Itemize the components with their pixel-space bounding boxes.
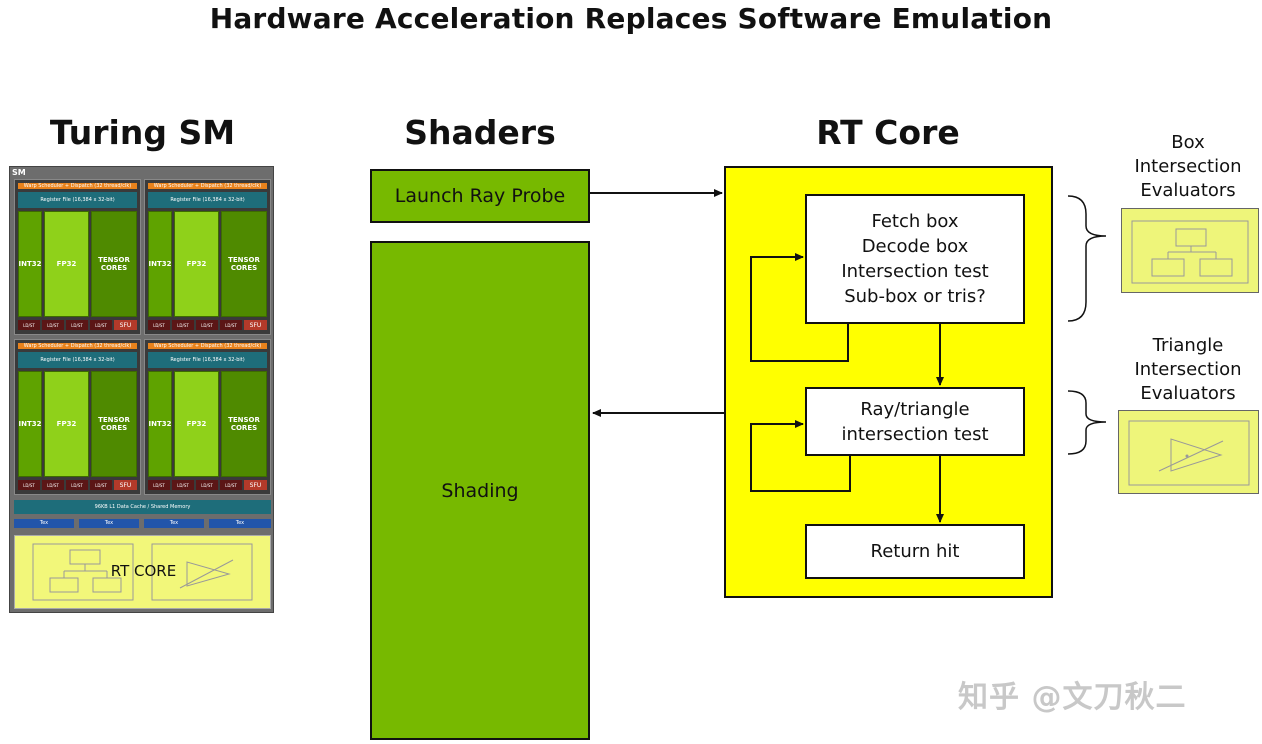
arrow-triangle-loop bbox=[750, 420, 851, 492]
sm-quadrant: Warp Scheduler + Dispatch (32 thread/clk… bbox=[144, 339, 271, 495]
tensor-label-2: CORES bbox=[100, 424, 128, 432]
ldst-unit: LD/ST bbox=[148, 320, 170, 330]
box-eval-line-3: Evaluators bbox=[1140, 180, 1236, 201]
triangle-evaluator-icon bbox=[1118, 410, 1259, 494]
rt-core-mini-diagram bbox=[32, 543, 253, 601]
box-evaluators-label: Box Intersection Evaluators bbox=[1118, 131, 1258, 203]
box-eval-line-2: Intersection bbox=[1134, 156, 1242, 177]
warp-scheduler: Warp Scheduler + Dispatch (32 thread/clk… bbox=[148, 183, 267, 189]
launch-ray-probe-box: Launch Ray Probe bbox=[370, 169, 590, 223]
triangle-brace bbox=[1067, 390, 1107, 455]
tensor-cores-unit: TENSOR CORES bbox=[221, 211, 267, 317]
ldst-unit: LD/ST bbox=[42, 480, 64, 490]
ldst-unit: LD/ST bbox=[18, 320, 40, 330]
box-evaluator-icon bbox=[1121, 208, 1259, 293]
tri-eval-line-2: Intersection bbox=[1134, 359, 1242, 380]
tri-eval-line-3: Evaluators bbox=[1140, 383, 1236, 404]
box-line-intersection: Intersection test bbox=[841, 261, 989, 282]
box-brace bbox=[1067, 195, 1107, 322]
sfu-unit: SFU bbox=[114, 320, 137, 330]
launch-ray-probe-label: Launch Ray Probe bbox=[394, 185, 566, 207]
ldst-unit: LD/ST bbox=[42, 320, 64, 330]
return-hit-label: Return hit bbox=[870, 541, 960, 562]
box-traversal-box: Fetch box Decode box Intersection test S… bbox=[805, 194, 1025, 324]
tensor-label-1: TENSOR bbox=[228, 416, 260, 424]
box-eval-line-1: Box bbox=[1171, 132, 1205, 153]
ldst-unit: LD/ST bbox=[172, 480, 194, 490]
box-hierarchy-icon bbox=[1131, 220, 1249, 284]
tensor-cores-unit: TENSOR CORES bbox=[91, 371, 137, 477]
register-file: Register File (16,384 x 32-bit) bbox=[18, 352, 137, 368]
ldst-unit: LD/ST bbox=[220, 480, 242, 490]
l1-cache: 96KB L1 Data Cache / Shared Memory bbox=[14, 500, 271, 514]
box-line-decode: Decode box bbox=[861, 236, 969, 257]
register-file: Register File (16,384 x 32-bit) bbox=[148, 352, 267, 368]
triangle-evaluators-label: Triangle Intersection Evaluators bbox=[1118, 334, 1258, 406]
register-file: Register File (16,384 x 32-bit) bbox=[18, 192, 137, 208]
tri-eval-line-1: Triangle bbox=[1152, 335, 1224, 356]
int32-unit: INT32 bbox=[148, 211, 172, 317]
tensor-cores-unit: TENSOR CORES bbox=[91, 211, 137, 317]
page-title: Hardware Acceleration Replaces Software … bbox=[209, 2, 1053, 35]
ldst-unit: LD/ST bbox=[148, 480, 170, 490]
register-file: Register File (16,384 x 32-bit) bbox=[148, 192, 267, 208]
int32-unit: INT32 bbox=[148, 371, 172, 477]
tex-unit: Tex bbox=[79, 519, 139, 528]
warp-scheduler: Warp Scheduler + Dispatch (32 thread/clk… bbox=[18, 183, 137, 189]
arrow-box-loop bbox=[750, 253, 849, 362]
tex-unit: Tex bbox=[14, 519, 74, 528]
sfu-unit: SFU bbox=[244, 480, 267, 490]
sm-quadrant: Warp Scheduler + Dispatch (32 thread/clk… bbox=[144, 179, 271, 335]
triangle-test-box: Ray/triangle intersection test bbox=[805, 387, 1025, 456]
shading-label: Shading bbox=[441, 479, 519, 502]
fp32-unit: FP32 bbox=[44, 211, 89, 317]
tensor-label-2: CORES bbox=[230, 264, 258, 272]
shading-box: Shading bbox=[370, 241, 590, 740]
sm-rt-core-label: RT CORE bbox=[110, 562, 177, 580]
tensor-label-1: TENSOR bbox=[98, 416, 130, 424]
return-hit-box: Return hit bbox=[805, 524, 1025, 579]
triangle-intersection-icon bbox=[1128, 420, 1250, 486]
sm-quadrant: Warp Scheduler + Dispatch (32 thread/clk… bbox=[14, 179, 141, 335]
shaders-heading: Shaders bbox=[404, 113, 556, 152]
tex-unit: Tex bbox=[144, 519, 204, 528]
int32-unit: INT32 bbox=[18, 211, 42, 317]
sfu-unit: SFU bbox=[114, 480, 137, 490]
ldst-unit: LD/ST bbox=[196, 320, 218, 330]
tri-line-1: Ray/triangle bbox=[860, 398, 970, 420]
fp32-unit: FP32 bbox=[44, 371, 89, 477]
tex-unit: Tex bbox=[209, 519, 271, 528]
ldst-unit: LD/ST bbox=[18, 480, 40, 490]
turing-sm-block: SM Warp Scheduler + Dispatch (32 thread/… bbox=[9, 166, 274, 613]
tensor-label-1: TENSOR bbox=[98, 256, 130, 264]
ldst-unit: LD/ST bbox=[66, 320, 88, 330]
fp32-unit: FP32 bbox=[174, 211, 219, 317]
tensor-cores-unit: TENSOR CORES bbox=[221, 371, 267, 477]
box-line-fetch: Fetch box bbox=[871, 211, 959, 232]
rt-core-heading: RT Core bbox=[816, 113, 960, 152]
ldst-unit: LD/ST bbox=[66, 480, 88, 490]
ldst-unit: LD/ST bbox=[220, 320, 242, 330]
box-line-subbox: Sub-box or tris? bbox=[844, 286, 986, 307]
sm-rt-core: RT CORE bbox=[14, 535, 271, 609]
turing-sm-heading: Turing SM bbox=[49, 113, 236, 152]
fp32-unit: FP32 bbox=[174, 371, 219, 477]
ldst-unit: LD/ST bbox=[196, 480, 218, 490]
ldst-unit: LD/ST bbox=[90, 480, 112, 490]
ldst-unit: LD/ST bbox=[90, 320, 112, 330]
sm-quadrant: Warp Scheduler + Dispatch (32 thread/clk… bbox=[14, 339, 141, 495]
warp-scheduler: Warp Scheduler + Dispatch (32 thread/clk… bbox=[148, 343, 267, 349]
sm-label: SM bbox=[12, 168, 26, 177]
watermark: 知乎 @文刀秋二 bbox=[958, 680, 1187, 715]
tensor-label-2: CORES bbox=[230, 424, 258, 432]
tensor-label-1: TENSOR bbox=[228, 256, 260, 264]
warp-scheduler: Warp Scheduler + Dispatch (32 thread/clk… bbox=[18, 343, 137, 349]
tri-line-2: intersection test bbox=[841, 423, 989, 445]
ldst-unit: LD/ST bbox=[172, 320, 194, 330]
sfu-unit: SFU bbox=[244, 320, 267, 330]
tensor-label-2: CORES bbox=[100, 264, 128, 272]
int32-unit: INT32 bbox=[18, 371, 42, 477]
